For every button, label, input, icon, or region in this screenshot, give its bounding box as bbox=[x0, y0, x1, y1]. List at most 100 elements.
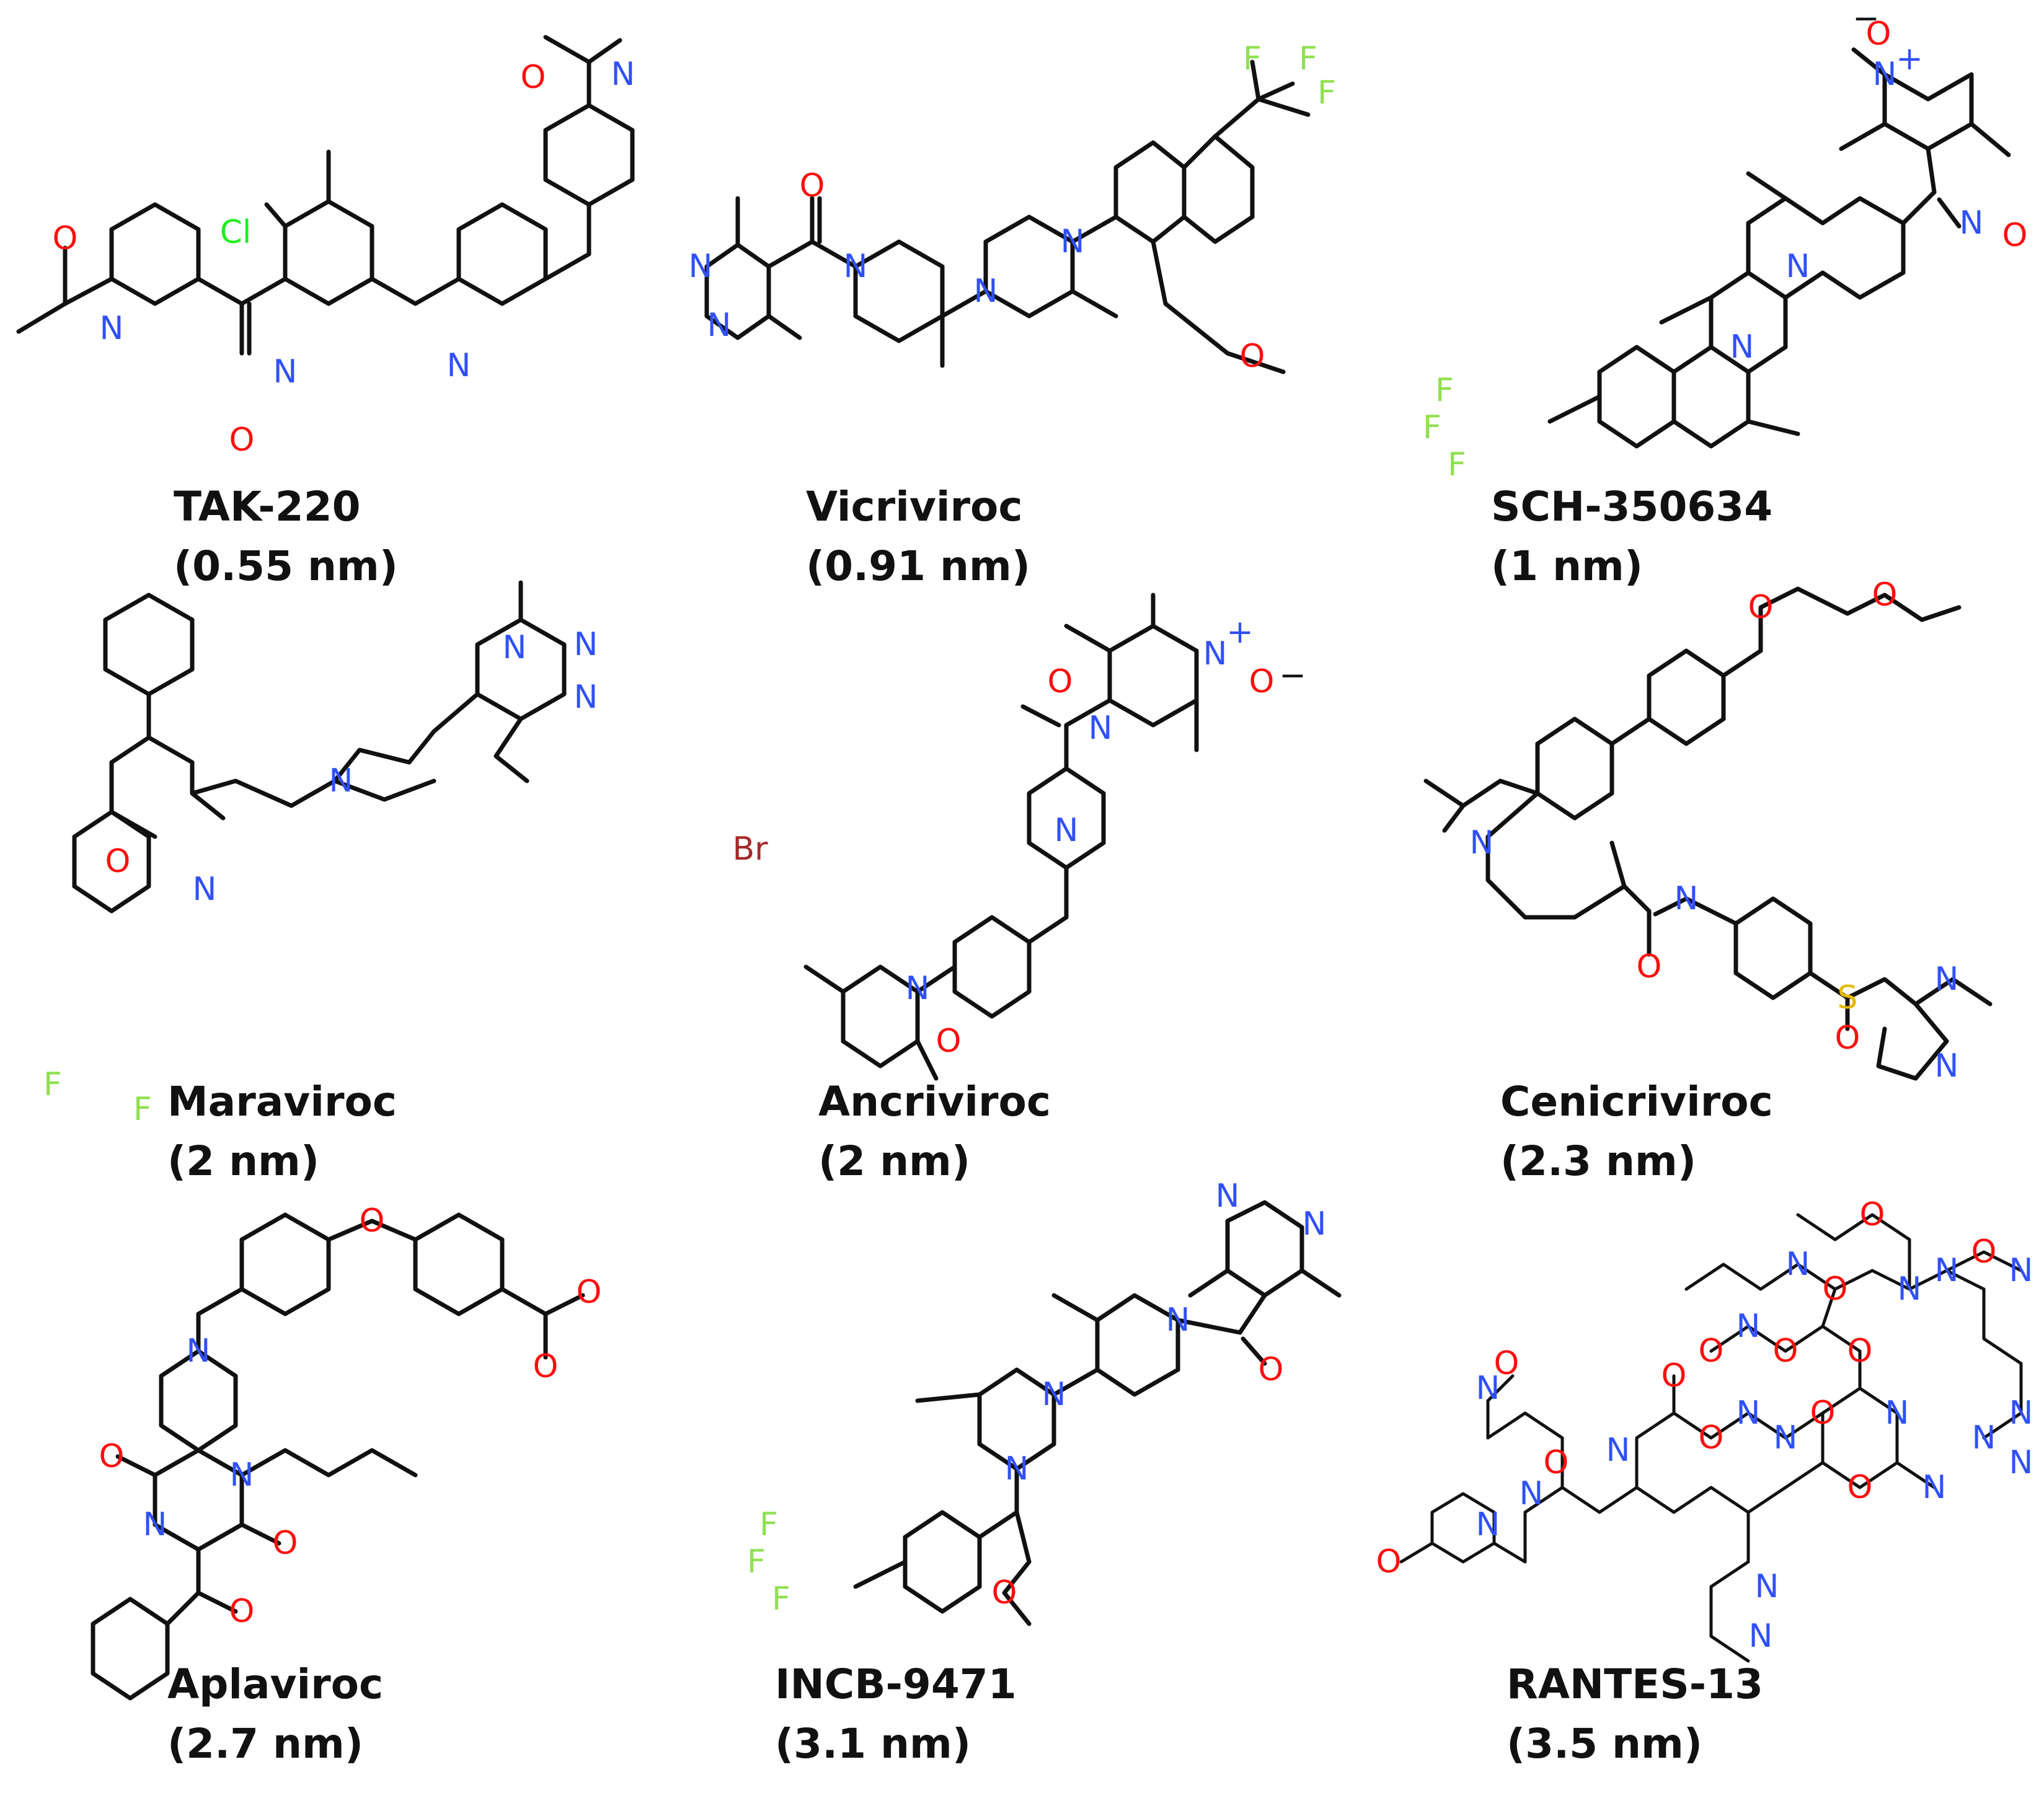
atom-labels-vicriviroc: F F F O N N N N N O bbox=[689, 40, 1336, 375]
atom-label: N bbox=[574, 679, 598, 716]
atom-label: N bbox=[689, 248, 713, 285]
atom-label: O bbox=[1249, 663, 1275, 700]
compound-caption: Maraviroc (2 nm) bbox=[167, 1072, 397, 1191]
atom-label: N bbox=[1203, 635, 1228, 672]
atom-label: N bbox=[1774, 1419, 1798, 1456]
atom-label: O bbox=[53, 220, 78, 257]
atom-label: N bbox=[1730, 328, 1754, 366]
compound-name: Ancriviroc bbox=[818, 1078, 1051, 1126]
compound-cell-cenicriviroc: O O N N O S O N N Cenicriviroc (2.3 nm) bbox=[1364, 576, 2044, 1190]
atom-label: N bbox=[1755, 1568, 1779, 1605]
atom-label: N bbox=[1935, 1252, 1959, 1289]
atom-label: N bbox=[1005, 1450, 1029, 1487]
atom-label: O bbox=[533, 1348, 559, 1385]
atom-label: N bbox=[1885, 1395, 1909, 1432]
atom-label: N bbox=[1470, 824, 1494, 862]
compound-name: SCH-350634 bbox=[1491, 483, 1773, 531]
compound-value: (0.55 nm) bbox=[174, 542, 398, 590]
compound-cell-aplaviroc: O O O N O N N O O Aplaviroc (2.7 nm) bbox=[0, 1190, 682, 1798]
atom-label: F bbox=[1435, 372, 1454, 409]
atom-label: N bbox=[1749, 1618, 1773, 1655]
atom-label: N bbox=[1061, 223, 1085, 260]
atom-label: N bbox=[974, 273, 998, 310]
atom-label: O bbox=[577, 1274, 602, 1311]
atom-label: N bbox=[273, 353, 298, 390]
atom-label: O bbox=[1847, 1469, 1873, 1506]
atom-label: N bbox=[1303, 1205, 1327, 1243]
compound-caption: TAK-220 (0.55 nm) bbox=[174, 477, 398, 596]
atom-label: O bbox=[521, 59, 546, 96]
atom-label: N bbox=[329, 762, 353, 800]
atom-label: N bbox=[1898, 1271, 1922, 1308]
atom-labels-rantes-13: O N N O N O N N N O N O N O O N O N O N bbox=[1376, 1196, 2033, 1655]
compound-value: (3.5 nm) bbox=[1506, 1720, 1702, 1768]
atom-label: O bbox=[1748, 589, 1774, 626]
compound-value: (2 nm) bbox=[167, 1137, 319, 1185]
atom-label: F bbox=[1317, 74, 1336, 112]
atom-label: F bbox=[1423, 409, 1441, 446]
compound-cell-vicriviroc: F F F O N N N N N O Vicriviroc (0.91 nm) bbox=[682, 0, 1364, 595]
atom-labels-incb-9471: N N N O N N F F F O bbox=[747, 1178, 1326, 1618]
atom-label: O bbox=[1240, 338, 1265, 375]
atom-label: N bbox=[1166, 1302, 1190, 1339]
atom-labels-sch-350634: O − N + N N N O F F F bbox=[1423, 0, 2027, 483]
atom-label: N bbox=[906, 970, 930, 1007]
atom-label: O bbox=[1048, 663, 1073, 700]
atom-label: N bbox=[1786, 1246, 1810, 1283]
atom-label: N bbox=[1972, 1419, 1996, 1456]
atom-label: O bbox=[360, 1202, 385, 1240]
compound-cell-sch-350634: O − N + N N N O F F F SCH-350634 (1 nm) bbox=[1364, 0, 2044, 595]
atom-label: O bbox=[936, 1023, 962, 1060]
atom-labels-aplaviroc: O O O N O N N O O bbox=[99, 1202, 602, 1630]
compound-name: Vicriviroc bbox=[806, 483, 1023, 531]
atom-label: N bbox=[1606, 1432, 1630, 1469]
compound-name: RANTES-13 bbox=[1506, 1660, 1764, 1708]
atom-label: O bbox=[1376, 1543, 1402, 1580]
structure-incb-9471: N N N O N N F F F O bbox=[747, 1178, 1342, 1626]
atom-label: N bbox=[193, 871, 217, 908]
compound-value: (3.1 nm) bbox=[775, 1720, 971, 1768]
structure-sch-350634: O − N + N N N O F F F bbox=[1423, 0, 2027, 483]
structure-vicriviroc: F F F O N N N N N O bbox=[689, 40, 1336, 375]
atom-label: N bbox=[707, 307, 732, 344]
compound-name: TAK-220 bbox=[174, 483, 361, 531]
atom-label: N bbox=[1960, 205, 1984, 242]
structure-aplaviroc: O O O N O N N O O bbox=[91, 1202, 602, 1701]
atom-label: F bbox=[133, 1091, 152, 1128]
compound-cell-maraviroc: N N N N O N F F Maraviroc (2 nm) bbox=[0, 580, 682, 1191]
compound-name: Cenicriviroc bbox=[1500, 1078, 1773, 1126]
atom-label: Cl bbox=[220, 214, 252, 251]
atom-label: F bbox=[43, 1066, 62, 1103]
atom-label: N bbox=[1675, 880, 1699, 917]
atom-label: O bbox=[1872, 576, 1898, 614]
atom-label: O bbox=[1699, 1333, 1724, 1370]
atom-label: N bbox=[2009, 1444, 2033, 1481]
atom-label: N bbox=[611, 56, 635, 93]
atom-label: O bbox=[1860, 1196, 1885, 1233]
compound-caption: Ancriviroc (2 nm) bbox=[818, 1072, 1051, 1191]
atom-label: N bbox=[1476, 1370, 1500, 1407]
atom-label: O bbox=[800, 167, 825, 205]
atom-label: N bbox=[1520, 1475, 1544, 1512]
atom-label: + bbox=[1896, 40, 1923, 77]
atom-labels-ancriviroc: O N + O − N N Br N O bbox=[732, 614, 1306, 1060]
compound-name: Aplaviroc bbox=[167, 1660, 384, 1708]
structure-ancriviroc: O N + O − N N Br N O bbox=[732, 593, 1306, 1081]
atom-label: N bbox=[1089, 710, 1113, 747]
compound-name: Maraviroc bbox=[167, 1078, 397, 1126]
atom-label: F bbox=[1243, 40, 1262, 77]
atom-label: N bbox=[844, 248, 868, 285]
atom-label: O bbox=[2002, 217, 2028, 254]
structure-cenicriviroc: O O N N O S O N N bbox=[1423, 576, 1993, 1085]
compound-cell-tak-220: O N Cl N O N O N TAK-220 (0.55 nm) bbox=[0, 0, 682, 595]
atom-label: N bbox=[1935, 961, 1959, 998]
atom-label: − bbox=[1852, 0, 1880, 37]
compound-caption: Vicriviroc (0.91 nm) bbox=[806, 477, 1030, 596]
compound-cell-incb-9471: N N N O N N F F F O INCB-9471 (3.1 nm) bbox=[682, 1178, 1364, 1798]
atom-label: O bbox=[229, 1593, 255, 1630]
atom-labels-tak-220: O N Cl N O N O N bbox=[53, 56, 635, 459]
compound-caption: RANTES-13 (3.5 nm) bbox=[1506, 1655, 1763, 1774]
atom-label: N bbox=[1737, 1308, 1761, 1345]
atom-label: O bbox=[229, 421, 255, 459]
